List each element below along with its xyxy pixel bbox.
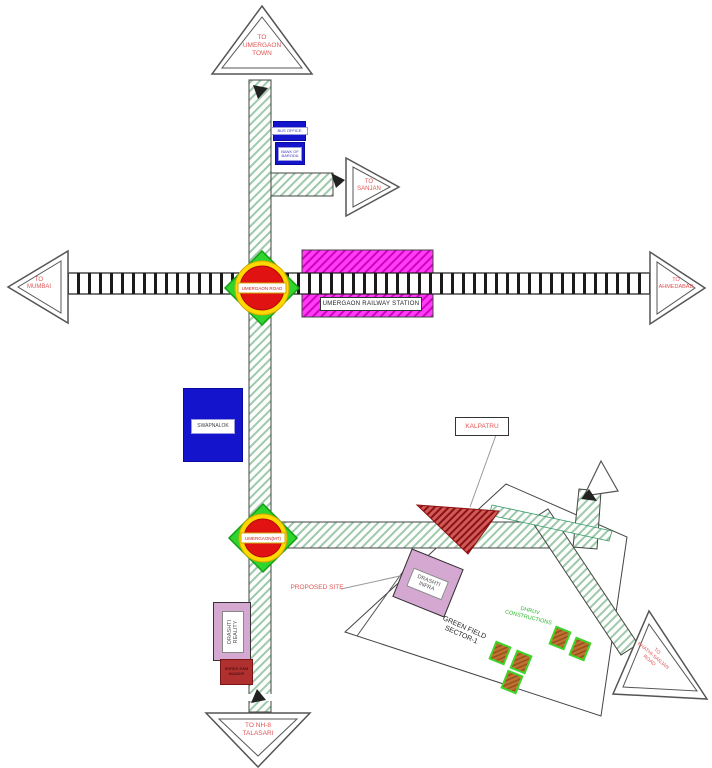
arrow-to-mumbai — [6, 249, 69, 325]
sanjan-branch-road — [270, 172, 334, 197]
kalpatru-leader-line — [469, 434, 497, 508]
road-break-mark-bottom — [251, 689, 266, 703]
swapnalok-label: SWAPNALOK — [191, 419, 235, 434]
proposed-site-leader-line — [340, 573, 410, 590]
swapnalok-building: SWAPNALOK — [183, 388, 243, 462]
bus-office-label: BUS OFFICE — [271, 127, 308, 135]
main-vertical-road — [248, 79, 272, 713]
road-break-mark-sanjan — [331, 173, 345, 188]
bank-of-baroda-building: BANK OF BARODA — [275, 142, 305, 165]
mandir-building: SHREE RAM MANDIR — [220, 659, 253, 685]
station-name-label: UMERGAON RAILWAY STATION — [320, 297, 422, 311]
arrow-to-sanjan — [345, 156, 401, 218]
bus-office-building: BUS OFFICE — [271, 121, 308, 141]
arrow-to-nh8 — [204, 712, 312, 768]
drashti-reality-label: DRASHTI REALITY — [222, 611, 244, 653]
crossing-sign-north — [223, 249, 301, 327]
road-break-mark-north-branch — [581, 489, 597, 501]
arrow-to-ahmedabad — [649, 250, 707, 326]
north-branch-continue-arrow — [582, 459, 619, 497]
railway-track — [56, 272, 654, 295]
east-road — [270, 521, 563, 549]
crossing-sign-south — [227, 502, 299, 574]
road-break-mark-top — [253, 85, 268, 99]
kalpatru-label: KALPATRU — [455, 417, 509, 436]
kalpatru-plot — [415, 504, 500, 555]
arrow-to-bhathi-sanjan — [611, 609, 709, 700]
crossing-sign-south-label: UMERGAON(MT) — [245, 535, 281, 541]
crossing-sign-north-label: UMERGAON ROAD — [241, 285, 283, 291]
dhruv-plots — [488, 625, 592, 695]
drashti-infra-label: DRASHTI INFRA — [406, 567, 449, 601]
arrow-to-umergaon-town — [210, 4, 314, 75]
drashti-reality-building: DRASHTI REALITY — [213, 602, 251, 661]
bank-of-baroda-label: BANK OF BARODA — [278, 147, 302, 161]
